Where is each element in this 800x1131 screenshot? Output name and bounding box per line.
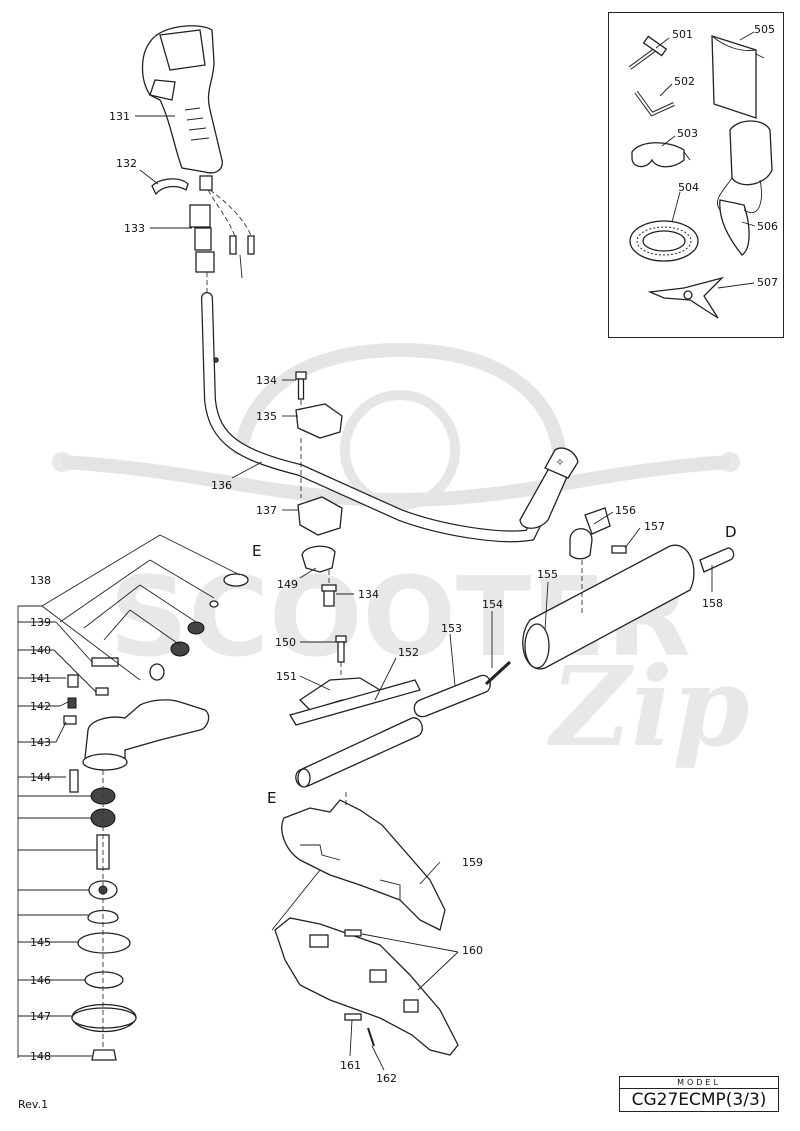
label-146: 146	[30, 974, 51, 987]
label-502: 502	[674, 75, 695, 88]
label-149: 149	[277, 578, 298, 591]
label-138: 138	[30, 574, 51, 587]
label-150: 150	[275, 636, 296, 649]
label-504: 504	[678, 181, 699, 194]
label-134-bottom: 134	[358, 588, 379, 601]
label-144: 144	[30, 771, 51, 784]
bushing-upper	[170, 641, 190, 657]
label-153: 153	[441, 622, 462, 635]
letter-d: D	[725, 523, 737, 541]
label-148: 148	[30, 1050, 51, 1063]
throttle-handle	[141, 25, 223, 191]
cable-connector-1	[229, 235, 237, 255]
model-caption: MODEL	[620, 1077, 778, 1089]
main-pipe	[522, 544, 695, 670]
screw-157	[611, 545, 627, 554]
harness-icon	[716, 120, 773, 256]
label-157: 157	[644, 520, 665, 533]
cable-connector-2	[247, 235, 255, 255]
label-154: 154	[482, 598, 503, 611]
label-160: 160	[462, 944, 483, 957]
handle-clamp	[189, 204, 215, 273]
model-box: MODEL CG27ECMP(3/3)	[619, 1076, 779, 1112]
clamp-upper	[295, 403, 343, 439]
label-133: 133	[124, 222, 145, 235]
lower-guard	[274, 917, 459, 1056]
screw-139	[91, 657, 119, 667]
model-code: CG27ECMP(3/3)	[631, 1090, 767, 1110]
label-507: 507	[757, 276, 778, 289]
label-151: 151	[276, 670, 297, 683]
label-147: 147	[30, 1010, 51, 1023]
label-501: 501	[672, 28, 693, 41]
nut-141	[67, 674, 79, 688]
label-161: 161	[340, 1059, 361, 1072]
label-156: 156	[615, 504, 636, 517]
letter-e-bottom: E	[267, 789, 276, 807]
flange-gasket	[223, 573, 249, 587]
bolt-143	[63, 715, 77, 725]
accessories-panel	[608, 12, 784, 338]
label-132: 132	[116, 157, 137, 170]
cable-dashed-2	[209, 189, 253, 239]
coupling-158	[699, 547, 735, 573]
bolt-150	[335, 635, 347, 663]
o-ring	[209, 600, 219, 608]
shaft-liner	[289, 679, 421, 726]
cable-dashed-1	[207, 189, 237, 241]
wrench-icon	[628, 35, 668, 70]
label-505: 505	[754, 23, 775, 36]
cable-clip	[151, 178, 189, 196]
label-141: 141	[30, 672, 51, 685]
label-159: 159	[462, 856, 483, 869]
revision-label: Rev.1	[18, 1098, 49, 1111]
safety-glasses-icon	[631, 142, 691, 168]
label-145: 145	[30, 936, 51, 949]
label-142: 142	[30, 700, 51, 713]
hanger-bracket	[569, 528, 593, 560]
watermark-script: Zip	[547, 642, 750, 771]
washer-142	[67, 697, 77, 709]
label-135: 135	[256, 410, 277, 423]
bolt-134-top	[295, 371, 307, 400]
accessories-drawings	[628, 35, 773, 319]
label-137: 137	[256, 504, 277, 517]
grip-cap-icon: ✧	[555, 456, 564, 469]
gear-housing-base	[82, 753, 128, 771]
shaft-parts-stack	[69, 769, 137, 1061]
clamp-lower	[297, 496, 343, 536]
label-503: 503	[677, 127, 698, 140]
label-leaders	[135, 115, 713, 1071]
guard-screw	[344, 929, 362, 937]
accessory-leaders	[655, 31, 756, 289]
label-143: 143	[30, 736, 51, 749]
bushing-lower	[187, 621, 205, 635]
label-152: 152	[398, 646, 419, 659]
tool-bag-icon	[711, 35, 765, 119]
trimmer-head-icon	[629, 220, 699, 262]
label-131: 131	[109, 110, 130, 123]
screw-161	[344, 1013, 362, 1021]
label-134-top: 134	[256, 374, 277, 387]
clamp-saddle	[301, 545, 336, 573]
group-leaders	[17, 534, 241, 1058]
upper-guard	[281, 799, 446, 931]
label-139: 139	[30, 616, 51, 629]
bolt-140	[95, 687, 109, 696]
grip-cap	[544, 447, 579, 479]
label-158: 158	[702, 597, 723, 610]
inner-shaft	[413, 674, 491, 718]
collar	[149, 663, 165, 681]
drive-tube	[295, 717, 423, 788]
label-155: 155	[537, 568, 558, 581]
bolt-134-bottom	[321, 584, 337, 607]
label-506: 506	[757, 220, 778, 233]
label-140: 140	[30, 644, 51, 657]
label-136: 136	[211, 479, 232, 492]
letter-e-top: E	[252, 542, 261, 560]
pin-162	[367, 1027, 375, 1047]
label-162: 162	[376, 1072, 397, 1085]
